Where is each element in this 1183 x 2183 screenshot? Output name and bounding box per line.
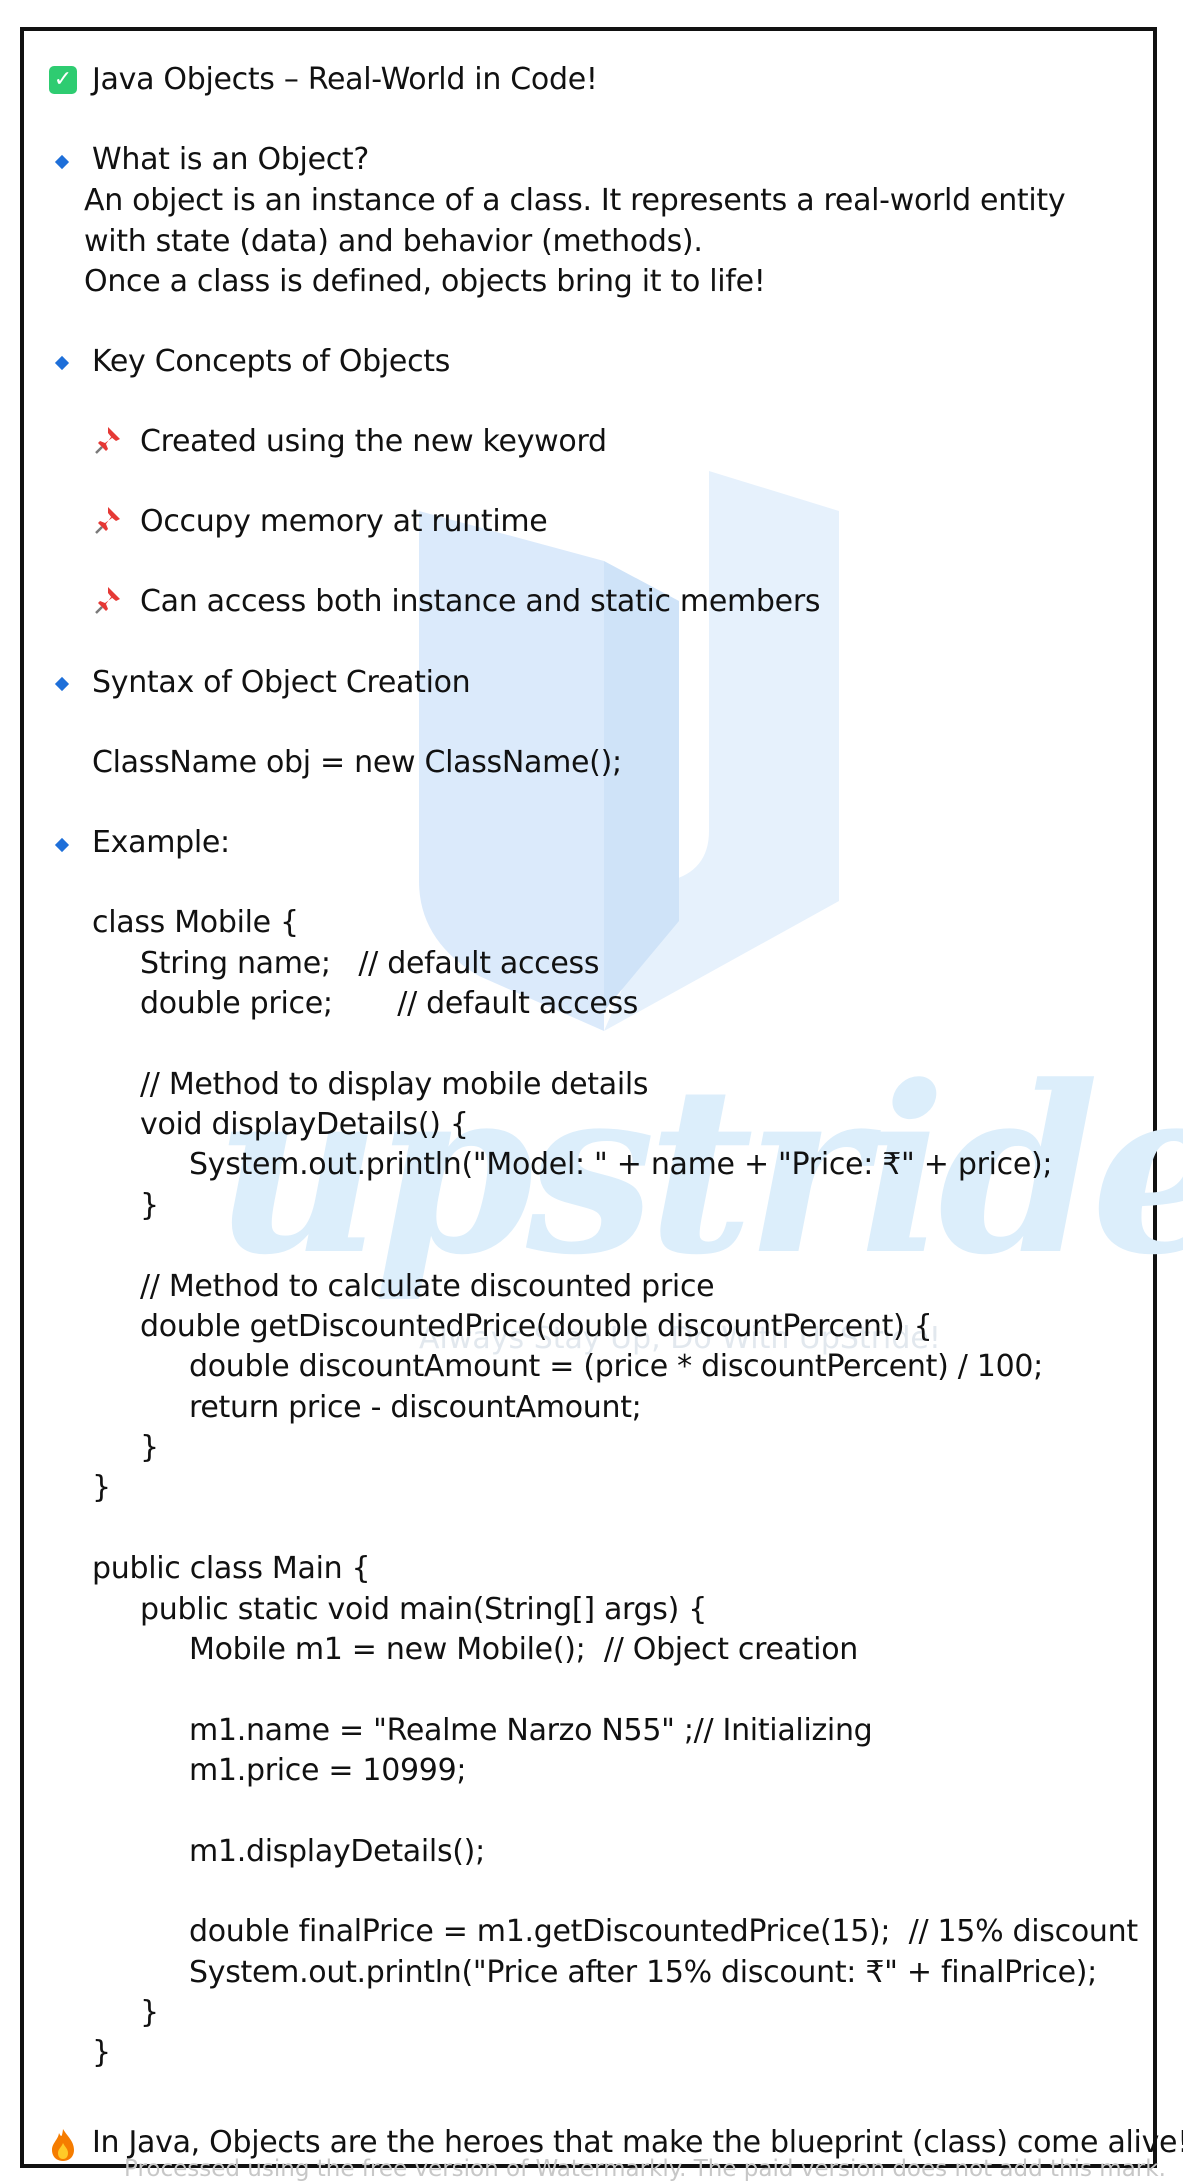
check-icon: ✓ [49,66,77,94]
concepts-heading: Key Concepts of Objects [92,344,451,379]
code-line: m1.price = 10999; [189,1753,467,1788]
syntax-code: ClassName obj = new ClassName(); [92,745,622,780]
syntax-heading: Syntax of Object Creation [92,665,471,700]
code-line: double finalPrice = m1.getDiscountedPric… [189,1914,1138,1949]
what-line: An object is an instance of a class. It … [84,183,1066,218]
what-line: with state (data) and behavior (methods)… [84,224,703,259]
example-heading: Example: [92,825,230,860]
code-line: String name; // default access [140,946,600,981]
pushpin-icon [95,427,120,454]
code-line: // Method to calculate discounted price [140,1269,715,1304]
page-title: Java Objects – Real-World in Code! [92,62,598,97]
closing-line: In Java, Objects are the heroes that mak… [92,2125,1183,2160]
diamond-bullet-icon [54,676,70,692]
watermark-brand: upstride [214,1036,1183,1306]
code-line: double getDiscountedPrice(double discoun… [140,1309,933,1344]
code-line: return price - discountAmount; [189,1390,642,1425]
code-line: void displayDetails() { [140,1107,469,1142]
concept-item: Created using the new keyword [140,424,607,459]
watermark-tagline: Always Stay Up, Do With UpStride! [419,1321,941,1356]
code-line: Mobile m1 = new Mobile(); // Object crea… [189,1632,858,1667]
code-line: public static void main(String[] args) { [140,1592,708,1627]
concept-item: Occupy memory at runtime [140,504,548,539]
diamond-bullet-icon [54,154,70,170]
code-line: class Mobile { [92,905,299,940]
document-frame: upstride Always Stay Up, Do With UpStrid… [20,27,1183,2182]
code-line: m1.name = "Realme Narzo N55" ;// Initial… [189,1713,873,1748]
code-line: } [140,1188,159,1223]
what-heading: What is an Object? [92,142,370,177]
code-line: double discountAmount = (price * discoun… [189,1349,1043,1384]
fire-icon [52,2129,74,2161]
pushpin-icon [95,587,120,614]
code-line: } [140,1995,159,2030]
watermark-footer: Processed using the free version of Wate… [124,2156,1166,2182]
concept-item: Can access both instance and static memb… [140,584,821,619]
code-line: public class Main { [92,1551,371,1586]
code-line: } [140,1430,159,1465]
code-line: double price; // default access [140,986,639,1021]
diamond-bullet-icon [54,837,70,853]
upstride-logo-watermark [419,471,839,1031]
code-line: } [92,2035,111,2070]
diamond-bullet-icon [54,355,70,371]
code-line: m1.displayDetails(); [189,1834,485,1869]
code-line: } [92,1470,111,1505]
code-line: System.out.println("Model: " + name + "P… [189,1147,1053,1182]
code-line: System.out.println("Price after 15% disc… [189,1955,1097,1990]
pushpin-icon [95,507,120,534]
code-line: // Method to display mobile details [140,1067,649,1102]
what-line: Once a class is defined, objects bring i… [84,264,766,299]
